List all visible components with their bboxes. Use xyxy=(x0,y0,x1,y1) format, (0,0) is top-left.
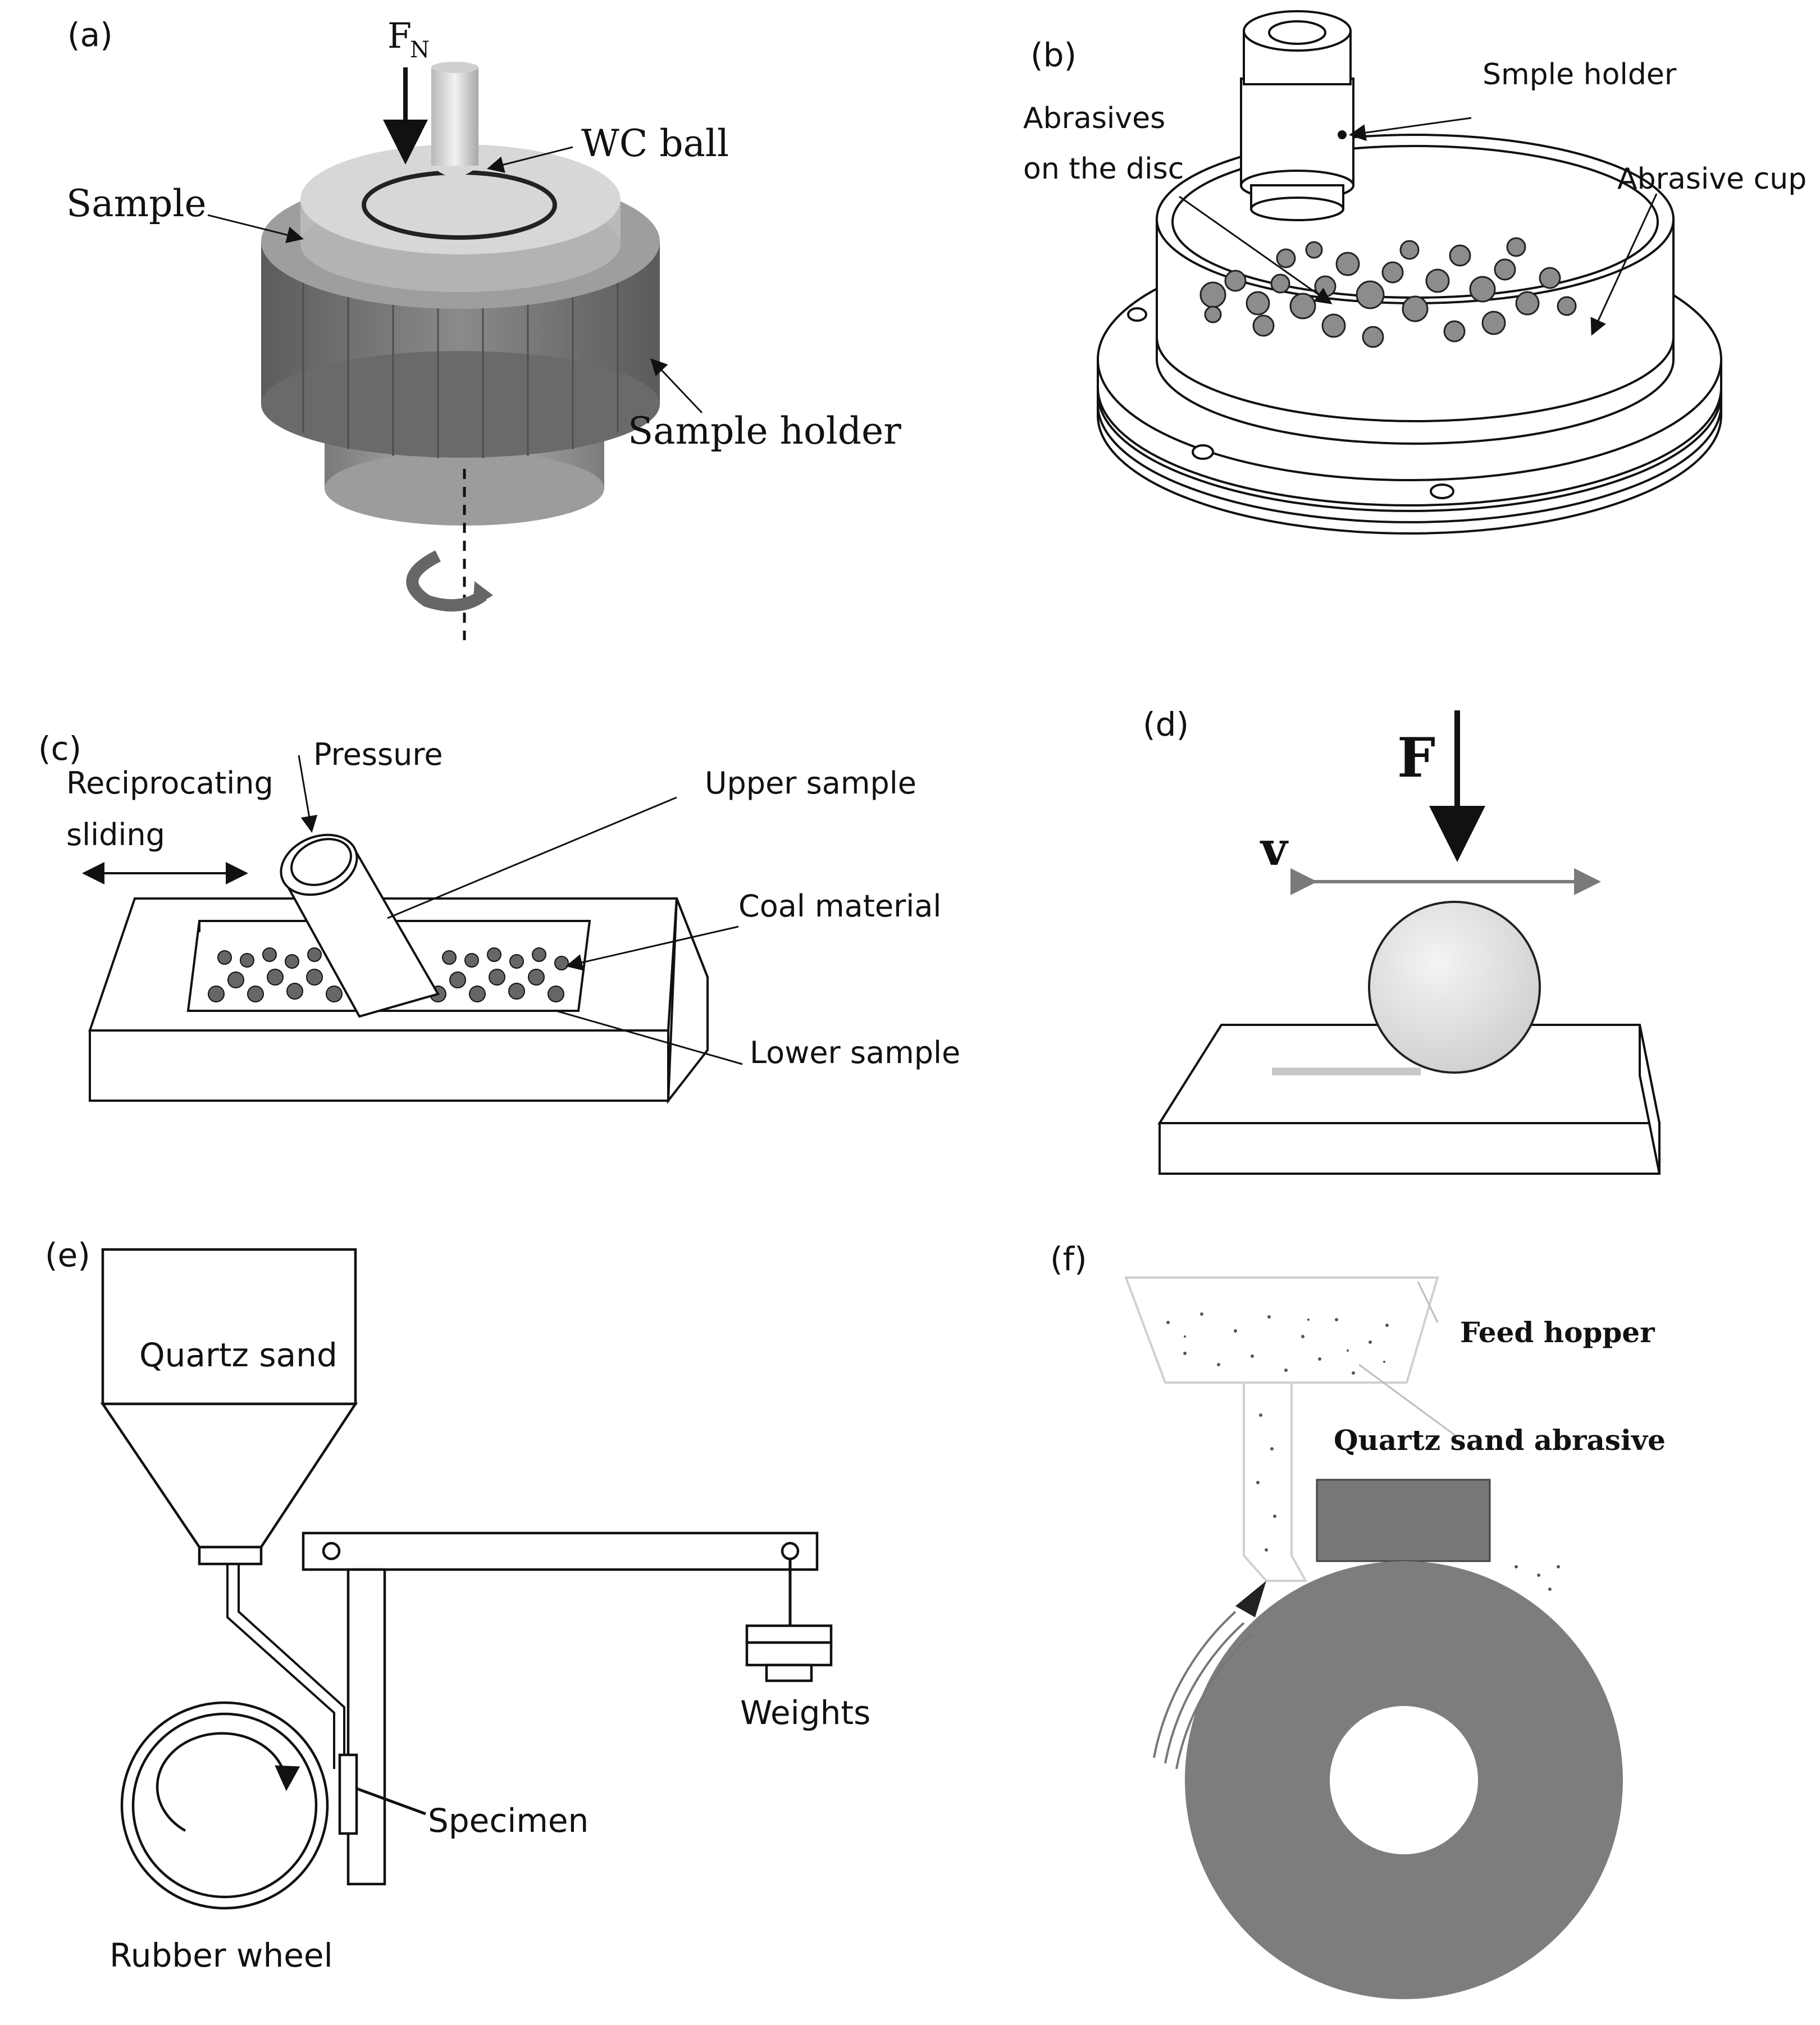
weights-icon xyxy=(745,1624,833,1682)
lower-sample-label: Lower sample xyxy=(750,1035,960,1070)
feed-hopper xyxy=(1124,1276,1439,1582)
panel-c: (c) xyxy=(38,729,960,1105)
panel-e-letter: (e) xyxy=(45,1236,90,1274)
abrasives-label-line2: on the disc xyxy=(1023,152,1184,186)
reciprocating-label-line2: sliding xyxy=(66,817,165,852)
panel-e: (e) Quartz sand Weights Specimen xyxy=(45,1236,870,1974)
rubber-wheel-label: Rubber wheel xyxy=(110,1936,333,1974)
panel-f-letter: (f) xyxy=(1050,1240,1087,1278)
panel-c-letter: (c) xyxy=(38,729,81,768)
specimen xyxy=(338,1753,358,1835)
quartz-sand-abrasive-label: Quartz sand abrasive xyxy=(1334,1424,1666,1457)
quartz-sand-label: Quartz sand xyxy=(139,1336,337,1374)
panel-f: (f) Feed hopper Quar xyxy=(1050,1240,1666,1999)
rubber-wheel xyxy=(120,1701,329,1910)
feed-hopper-label: Feed hopper xyxy=(1460,1316,1655,1349)
smple-holder xyxy=(1240,10,1354,221)
counter-ball xyxy=(1368,901,1541,1074)
smple-holder-label: Smple holder xyxy=(1483,58,1677,92)
panel-d: (d) F v xyxy=(1143,705,1661,1175)
pressure-label: Pressure xyxy=(313,737,443,772)
upper-sample xyxy=(280,833,440,1018)
feed-pipe xyxy=(226,1564,335,1769)
panel-a-letter: (a) xyxy=(67,16,113,54)
rotation-arrow-icon xyxy=(406,550,487,612)
specimen-block xyxy=(1316,1479,1491,1562)
normal-force-subscript: N xyxy=(410,37,430,63)
abrasive-wheel xyxy=(1185,1561,1623,1999)
force-label: F xyxy=(1397,726,1435,790)
velocity-label: v xyxy=(1260,822,1289,876)
rotation-arrow-icon xyxy=(156,1732,300,1832)
panel-b: (b) xyxy=(1023,10,1807,535)
sample-disc xyxy=(300,144,621,292)
weights-label: Weights xyxy=(740,1694,870,1732)
wc-ball-rod xyxy=(431,62,478,177)
panel-a: (a) xyxy=(66,15,901,640)
normal-force-label: F xyxy=(387,15,412,56)
reciprocating-label-line1: Reciprocating xyxy=(66,765,273,801)
flat-plate xyxy=(1157,1024,1661,1175)
sample-holder-label: Sample holder xyxy=(628,409,901,453)
panel-d-letter: (d) xyxy=(1143,705,1189,744)
abrasives-label-line1: Abrasives xyxy=(1023,102,1165,135)
panel-b-letter: (b) xyxy=(1030,36,1077,74)
wc-ball-label: WC ball xyxy=(581,122,729,165)
specimen-label: Specimen xyxy=(428,1801,589,1840)
coal-material xyxy=(208,947,569,1002)
sample-label: Sample xyxy=(66,182,207,225)
abrasive-cup-label: Abrasive cup xyxy=(1617,162,1807,196)
rotation-arrow-icon xyxy=(1153,1611,1253,1769)
sand-hopper xyxy=(100,1248,358,1566)
coal-material-label: Coal material xyxy=(738,888,941,924)
upper-sample-label: Upper sample xyxy=(705,765,916,801)
abrasive-particles xyxy=(1199,237,1577,348)
sand-particles xyxy=(1166,1312,1560,1591)
